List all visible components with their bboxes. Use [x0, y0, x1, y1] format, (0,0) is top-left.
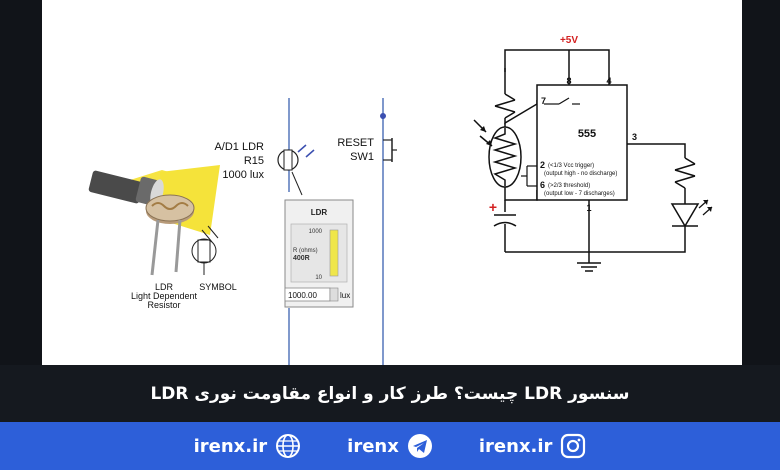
pin-2-desc: (<1/3 Vcc trigger): [548, 163, 594, 169]
website-text: irenx.ir: [193, 435, 268, 457]
sim-ldr-name: A/D1 LDR: [214, 141, 264, 153]
panel-title: LDR: [311, 208, 328, 217]
reset-label: RESET: [337, 137, 374, 149]
pin-3-label: 3: [632, 132, 637, 142]
pin-7-label: 7: [541, 96, 546, 106]
pin-8-label: 8: [566, 76, 571, 86]
pin-2-label: 2: [540, 160, 545, 170]
sim-ldr-lux: 1000 lux: [222, 169, 264, 181]
pin-4-label: 4: [606, 76, 611, 86]
website-link[interactable]: irenx.ir: [194, 433, 302, 459]
right-dark-margin: [738, 0, 780, 365]
photo-resistor-circuit: [473, 119, 522, 188]
pin-1-label: 1: [586, 203, 591, 213]
timer-circuit-wiring: [493, 49, 700, 272]
sim-ldr-ref: R15: [244, 155, 264, 167]
instagram-text: irenx.ir: [478, 435, 553, 457]
ldr-control-panel[interactable]: [284, 199, 354, 308]
panel-r-value: 400R: [293, 255, 310, 262]
sim-wiring: [288, 98, 386, 365]
telegram-text: irenx: [347, 435, 399, 457]
pin-6-desc-2: (output low - 7 discharges): [544, 191, 615, 197]
pin-2-desc-2: (output high - no discharge): [544, 171, 617, 177]
diagram-canvas: LDR Light Dependent Resistor SYMBOL: [42, 0, 742, 365]
pin-6-label: 6: [540, 180, 545, 190]
telegram-icon: [407, 434, 432, 458]
circuit-diagram: LDR Light Dependent Resistor SYMBOL: [88, 35, 713, 365]
pin-6-desc: (>2/3 threshold): [548, 183, 590, 189]
instagram-icon: [561, 433, 586, 459]
symbol-label: SYMBOL: [199, 282, 237, 292]
ldr-label: LDR: [155, 282, 174, 292]
vcc-label: +5V: [560, 35, 578, 46]
sw-label: SW1: [350, 151, 374, 163]
instagram-link[interactable]: irenx.ir: [479, 433, 587, 459]
ldr-sublabel-2: Resistor: [147, 300, 180, 310]
ldr-component: [145, 194, 195, 276]
timer-ic-555: [521, 84, 628, 201]
ldr-symbol: [191, 225, 219, 275]
reset-switch: [383, 138, 397, 162]
panel-r-label: R (ohms): [293, 248, 318, 254]
ic-name-label: 555: [578, 128, 596, 140]
panel-scale-min: 10: [315, 275, 322, 281]
globe-icon: [276, 434, 301, 458]
capacitor-plus-label: +: [489, 199, 497, 215]
ldr-sublabel-1: Light Dependent: [131, 291, 198, 301]
sim-ldr-symbol: [277, 144, 315, 196]
social-footer: irenx.ir irenx irenx.ir: [0, 422, 780, 470]
panel-scale-max: 1000: [309, 229, 323, 235]
panel-lux-unit: lux: [340, 291, 350, 300]
panel-lux-input[interactable]: 1000.00: [288, 291, 317, 300]
left-dark-margin: [0, 0, 42, 365]
caption-bar: سنسور LDR چیست؟ طرز کار و انواع مقاومت ن…: [0, 365, 780, 422]
led-emission: [698, 199, 713, 216]
caption-title: سنسور LDR چیست؟ طرز کار و انواع مقاومت ن…: [150, 383, 630, 404]
telegram-link[interactable]: irenx: [347, 433, 433, 459]
